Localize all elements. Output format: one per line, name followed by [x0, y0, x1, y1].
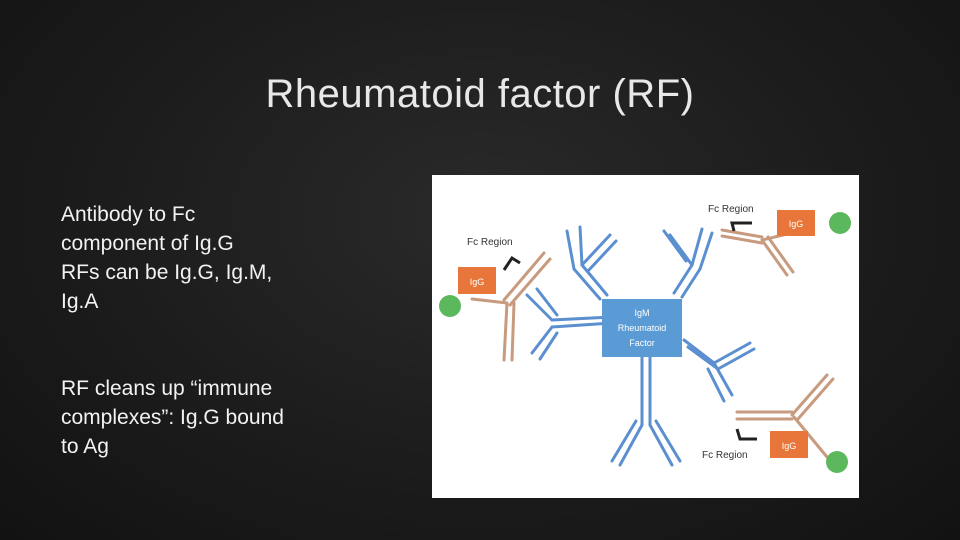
text-line: to Ag	[61, 432, 361, 461]
text-line: RFs can be Ig.G, Ig.M,	[61, 258, 361, 287]
arrow-left-icon	[504, 258, 520, 270]
paragraph-antibody: Antibody to Fc component of Ig.G RFs can…	[61, 200, 361, 316]
text-line: Ig.A	[61, 287, 361, 316]
text-line: component of Ig.G	[61, 229, 361, 258]
igg-top-right-label: IgG	[789, 219, 804, 229]
slide-title: Rheumatoid factor (RF)	[0, 72, 960, 117]
igg-left-label: IgG	[470, 277, 485, 287]
igg-bottom-right-label: IgG	[782, 441, 797, 451]
igm-box-line3: Factor	[629, 338, 655, 348]
igm-box-line1: IgM	[634, 308, 649, 318]
antigen-top-right	[829, 212, 851, 234]
fc-region-top-right-label: Fc Region	[708, 204, 754, 215]
antigen-left	[439, 295, 461, 317]
antigen-bottom-right	[826, 451, 848, 473]
text-line: complexes”: Ig.G bound	[61, 403, 361, 432]
text-line: Antibody to Fc	[61, 200, 361, 229]
igg-top-right-antibody	[722, 230, 804, 275]
text-line: RF cleans up “immune	[61, 374, 361, 403]
arrow-bottom-right-icon	[737, 429, 757, 439]
arrow-top-right-icon	[732, 223, 752, 231]
rf-diagram: IgM Rheumatoid Factor IgG Fc Region IgG	[432, 175, 859, 498]
fc-region-bottom-right-label: Fc Region	[702, 450, 748, 461]
body-text: Antibody to Fc component of Ig.G RFs can…	[61, 200, 361, 461]
fc-region-left-label: Fc Region	[467, 237, 513, 248]
rf-diagram-svg: IgM Rheumatoid Factor IgG Fc Region IgG	[432, 175, 859, 498]
igm-rf-box: IgM Rheumatoid Factor	[602, 299, 682, 357]
paragraph-immune-complexes: RF cleans up “immune complexes”: Ig.G bo…	[61, 374, 361, 461]
igm-box-line2: Rheumatoid	[618, 323, 667, 333]
